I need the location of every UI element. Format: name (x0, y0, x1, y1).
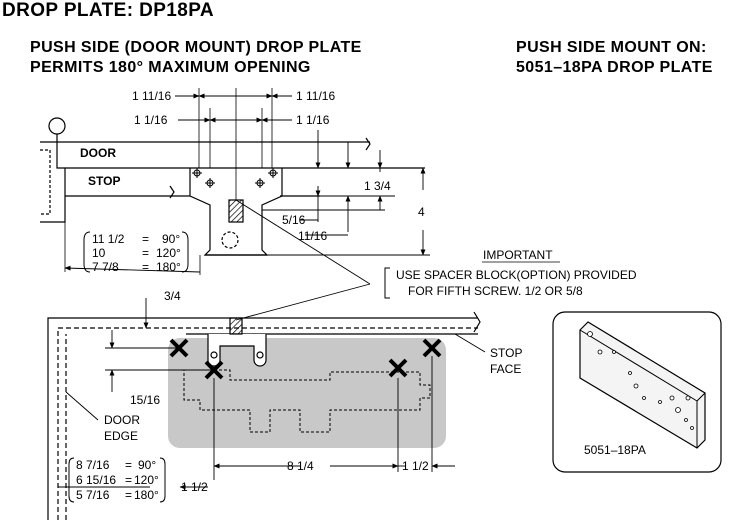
door-label: DOOR (80, 146, 116, 160)
svg-text:=: = (125, 473, 132, 487)
plate-frame (552, 311, 722, 473)
top-view (40, 88, 560, 321)
top-table-angle-2: 120° (156, 246, 181, 260)
right-subheading-line2: 5051–18PA DROP PLATE (516, 59, 713, 76)
frame-outline (40, 141, 66, 223)
front-dim-bottom: 1 1/2 (181, 480, 208, 494)
front-table-dim-3: 5 7/16 (76, 488, 110, 502)
left-subheading: PUSH SIDE (DOOR MOUNT) DROP PLATE PERMIT… (30, 38, 362, 78)
closer-body (168, 338, 446, 448)
dim-g: 5/16 (282, 213, 306, 227)
front-dim-right: 1 1/2 (402, 459, 429, 473)
note-line1: USE SPACER BLOCK(OPTION) PROVIDED (396, 268, 637, 282)
dim-e: 1 3/4 (364, 179, 391, 193)
svg-text:=: = (142, 260, 149, 274)
door-edge-label-line1: DOOR (104, 413, 140, 427)
right-subheading: PUSH SIDE MOUNT ON: 5051–18PA DROP PLATE (516, 38, 713, 78)
front-dim-left: 15/16 (130, 393, 160, 407)
hinge-knob (48, 117, 66, 135)
dim-h: 11/16 (298, 229, 327, 243)
dim-a: 1 11/16 (132, 89, 171, 103)
front-dim-top: 3/4 (164, 289, 181, 303)
front-table-angle-2: 120° (134, 473, 159, 487)
svg-text:=: = (125, 488, 132, 502)
dim-f: 4 (418, 205, 425, 219)
top-table-dim-3: 7 7/8 (92, 260, 119, 274)
page-title: DROP PLATE: DP18PA (2, 0, 215, 21)
top-table-dim-1: 11 1/2 (92, 232, 125, 246)
front-dim-span: 8 1/4 (287, 459, 314, 473)
top-table-dim-2: 10 (92, 246, 106, 260)
front-view-labels: 3/4 15/16 8 1/4 1 1/2 1 1/2 STOP FACE DO… (76, 289, 522, 502)
note-heading: IMPORTANT (483, 248, 553, 262)
frame-outer-line (47, 317, 478, 520)
svg-text:=: = (142, 246, 149, 260)
front-table-angle-1: 90° (138, 458, 156, 472)
front-view (47, 298, 486, 520)
front-table-dim-2: 6 15/16 (76, 473, 116, 487)
svg-text:=: = (142, 232, 149, 246)
stop-label: STOP (88, 174, 120, 188)
plate-caption: 5051–18PA (584, 443, 646, 457)
plate-holes (587, 331, 694, 430)
mounting-x-marks (169, 338, 442, 380)
front-table-dim-1: 8 7/16 (76, 458, 110, 472)
top-table-angle-1: 90° (162, 232, 180, 246)
stop-face-label-line2: FACE (490, 362, 521, 376)
stop-face-label-line1: STOP (490, 346, 522, 360)
plate-face (579, 321, 706, 449)
left-subheading-line1: PUSH SIDE (DOOR MOUNT) DROP PLATE (30, 39, 362, 56)
plate-illustration: 5051–18PA (552, 311, 722, 473)
left-subheading-line2: PERMITS 180° MAXIMUM OPENING (30, 59, 311, 76)
front-table-angle-3: 180° (134, 488, 159, 502)
top-view-labels: DOOR STOP 1 11/16 1 11/16 1 1/16 1 1/16 … (80, 89, 637, 298)
right-subheading-line1: PUSH SIDE MOUNT ON: (516, 39, 707, 56)
top-opening-table: 11 1/2 = 90° 10 = 120° 7 7/8 = 180° (92, 232, 181, 274)
front-spacer-block (229, 317, 243, 335)
screw-markers (192, 168, 278, 188)
door-edge-label-line2: EDGE (104, 429, 138, 443)
dim-b: 1 11/16 (296, 89, 335, 103)
svg-text:=: = (125, 458, 132, 472)
note-line2: FOR FIFTH SCREW. 1/2 OR 5/8 (408, 284, 583, 298)
top-table-angle-3: 180° (156, 260, 181, 274)
dim-d: 1 1/16 (296, 113, 330, 127)
front-opening-table: 8 7/16 = 90° 6 15/16 = 120° 5 7/16 = 180… (76, 458, 159, 502)
dim-c: 1 1/16 (134, 113, 168, 127)
